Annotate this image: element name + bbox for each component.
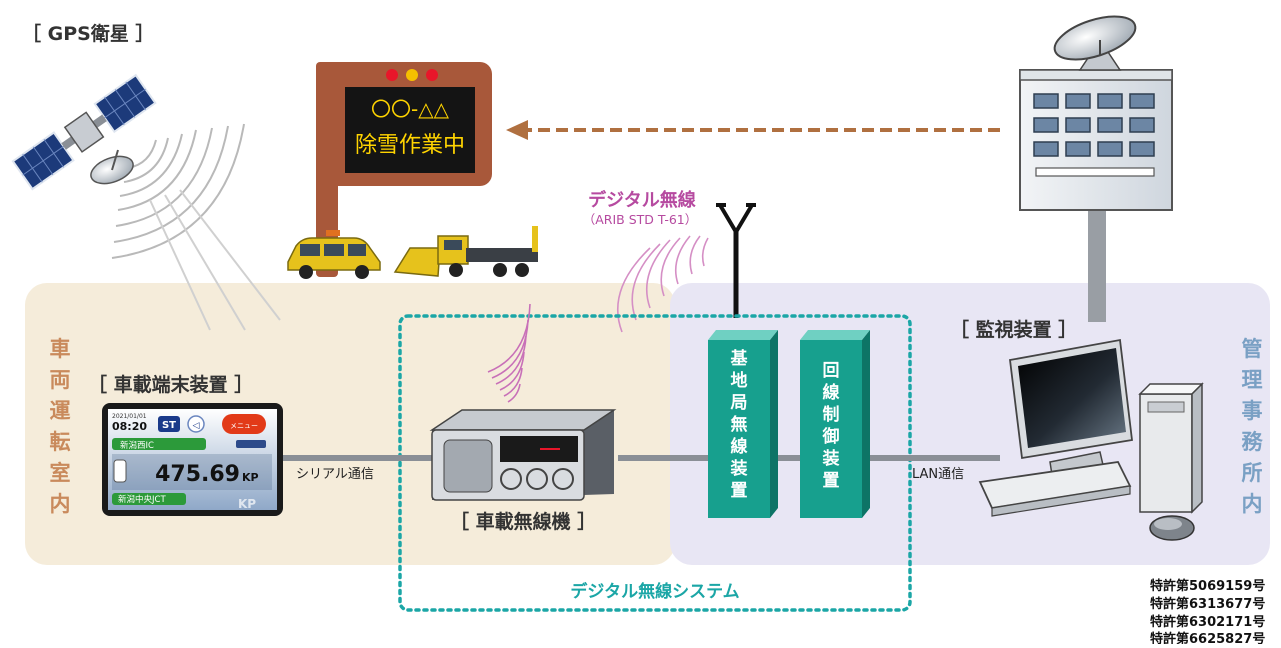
monitoring-computer-icon: [978, 338, 1204, 541]
office-title-char-3: 事: [1242, 399, 1263, 423]
terminal-menu-label: メニュー: [230, 422, 258, 430]
digital-radio-system-frame: [398, 314, 912, 612]
gps-satellite-label: ［ GPS衛星 ］: [22, 22, 154, 45]
base-station-unit: [708, 330, 778, 518]
serial-comm-label: シリアル通信: [296, 467, 374, 482]
vehicle-radio-unit: [429, 409, 617, 501]
cabin-title-char-5: 室: [50, 461, 71, 485]
office-title-char-4: 務: [1242, 430, 1264, 454]
base-station-char-5: 線: [731, 436, 748, 457]
line-control-char-6: 置: [823, 471, 840, 491]
terminal-ic-top: 新潟西IC: [120, 440, 154, 451]
digital-radio-title: デジタル無線: [588, 189, 696, 211]
line-control-char-2: 線: [823, 382, 840, 403]
digital-radio-standard: （ARIB STD T-61）: [583, 212, 698, 227]
terminal-kp-value: 475.69: [155, 462, 240, 487]
cabin-title-char-1: 車: [50, 337, 71, 361]
base-station-char-3: 局: [731, 393, 748, 413]
cabin-title-char-3: 運: [50, 399, 71, 423]
line-control-unit: [800, 330, 870, 518]
line-control-char-5: 装: [822, 448, 840, 469]
line-control-char-1: 回: [823, 361, 840, 381]
sign-message-text: 除雪作業中: [355, 133, 465, 158]
office-title-char-1: 管: [1242, 337, 1263, 361]
terminal-st-button[interactable]: [158, 416, 180, 432]
terminal-date: 2021/01/01: [112, 413, 147, 420]
gps-satellite-icon: [11, 73, 157, 191]
speaker-icon[interactable]: [187, 415, 205, 433]
snowplow-truck-icon: [393, 226, 538, 277]
patent-numbers: 特許第5069159号 特許第6313677号 特許第6302171号 特許第6…: [1150, 578, 1265, 647]
sign-lamp-red-right: [426, 69, 438, 81]
patent-1: 特許第5069159号: [1150, 578, 1265, 594]
antenna-wave-arcs: [616, 235, 709, 333]
office-title-char-5: 所: [1242, 461, 1263, 485]
base-station-text: 基 地 局 無 線 装 置: [730, 348, 749, 501]
satellite-signal-beam: [149, 189, 281, 331]
road-sign-board: 〇〇-△△ 除雪作業中: [316, 62, 492, 277]
terminal-time: 08:20: [112, 420, 147, 433]
base-station-char-4: 無: [731, 414, 748, 435]
patent-2: 特許第6313677号: [1150, 596, 1265, 612]
radio-unit-wave-arcs: [487, 303, 531, 403]
vehicle-radio-label: ［ 車載無線機 ］: [450, 510, 596, 533]
sign-lamp-yellow: [406, 69, 418, 81]
monitoring-device-label: ［ 監視装置 ］: [950, 318, 1077, 341]
line-control-text: 回 線 制 御 装 置: [822, 361, 840, 491]
cabin-title-char-2: 両: [50, 368, 71, 392]
patent-3: 特許第6302171号: [1150, 614, 1265, 630]
management-building-icon: [1019, 15, 1173, 322]
terminal-watermark: KP: [238, 497, 256, 511]
terminal-menu-button[interactable]: [222, 414, 266, 434]
patent-4: 特許第6625827号: [1150, 631, 1265, 644]
vehicle-cabin-title: 車 両 運 転 室 内: [50, 337, 71, 516]
digital-radio-system-label: デジタル無線システム: [570, 581, 739, 602]
patrol-car-icon: [287, 230, 381, 279]
antenna-icon: [716, 203, 756, 318]
line-control-char-4: 御: [822, 426, 840, 447]
line-control-char-3: 制: [823, 404, 840, 425]
terminal-st-label: ST: [162, 420, 176, 431]
building-to-sign-arrow-head: [506, 120, 528, 140]
terminal-ic-bottom: 新潟中央JCT: [118, 494, 166, 505]
sign-lamp-red-left: [386, 69, 398, 81]
base-station-char-1: 基: [730, 348, 749, 369]
base-station-char-7: 置: [731, 481, 748, 501]
terminal-kp-unit: KP: [242, 471, 259, 484]
cabin-title-char-4: 転: [50, 430, 71, 454]
base-station-char-6: 装: [730, 458, 748, 479]
lan-comm-label: LAN通信: [912, 467, 964, 482]
vehicle-terminal-device: 2021/01/01 08:20 ST ◁ メニュー 新潟西IC 475.69 …: [102, 403, 283, 516]
office-title: 管 理 事 務 所 内: [1242, 337, 1264, 516]
office-title-char-2: 理: [1242, 368, 1263, 392]
sign-route-text: 〇〇-△△: [371, 97, 450, 121]
base-station-char-2: 地: [731, 370, 748, 391]
office-title-char-6: 内: [1242, 492, 1263, 516]
cabin-title-char-6: 内: [50, 492, 71, 516]
vehicle-terminal-label: ［ 車載端末装置 ］: [88, 373, 253, 396]
satellite-signal-waves: [111, 123, 245, 259]
speaker-glyph: ◁: [193, 421, 200, 431]
